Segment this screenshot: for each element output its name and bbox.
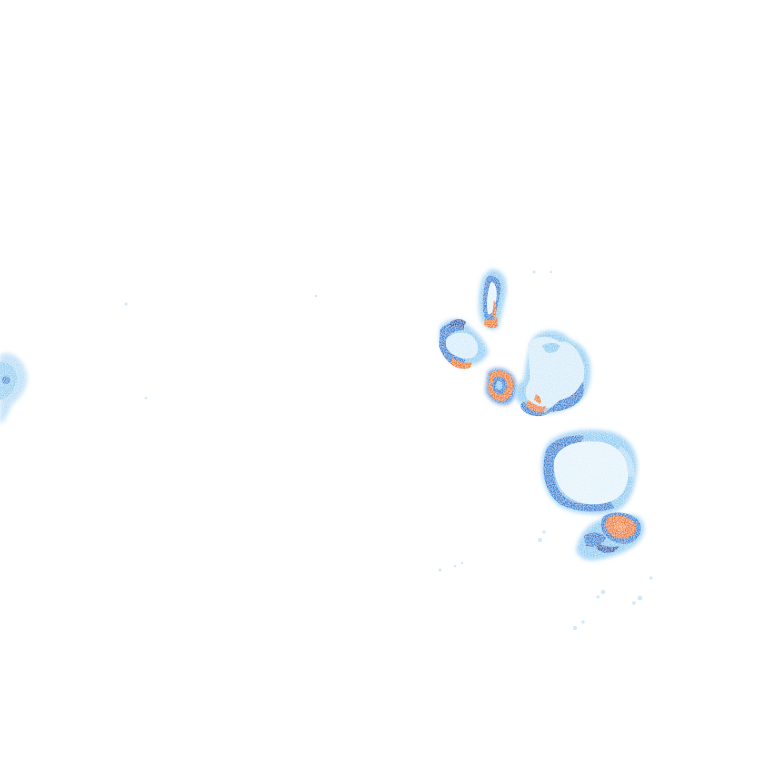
echo-cell-central-east: [515, 331, 591, 417]
echo-cell-central-west: [486, 368, 516, 405]
echo-cell-north: [479, 269, 507, 330]
echo-cell-southeast-large: [542, 430, 637, 514]
echo-specks: [124, 270, 653, 630]
echo-cell-northwest: [439, 319, 488, 369]
echo-cell-southeast-intense: [576, 512, 644, 560]
echo-cell-west: [0, 353, 27, 424]
